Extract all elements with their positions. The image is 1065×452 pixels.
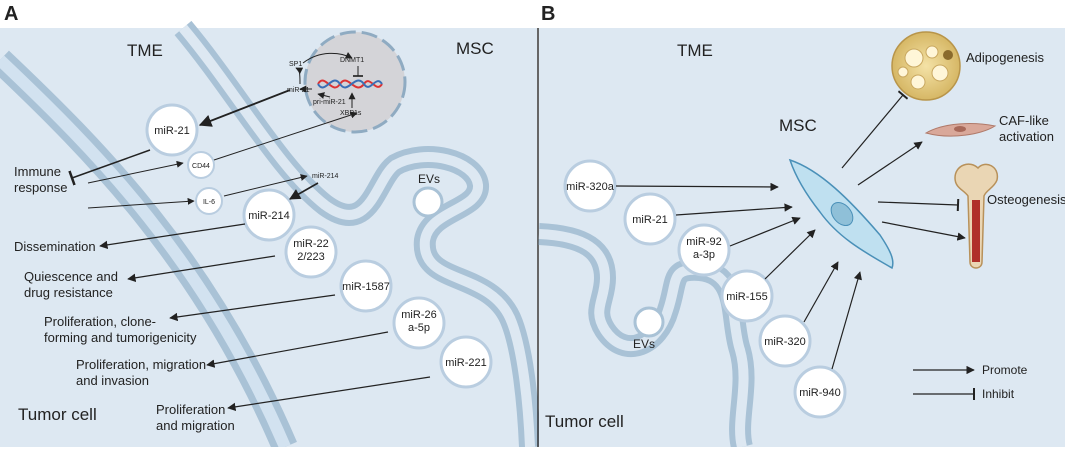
mir214-arrow-label: miR-214 [312,173,339,180]
arrow-dissemination [99,223,246,250]
vesicle-mir-21-b: miR-21 [623,192,677,246]
arrow-mir155-to-msc [764,229,816,280]
panel-b: B EVs TME MSC Tumor cell miR-320a miR-21… [538,3,1065,450]
evs-label-b: EVs [633,337,655,351]
evs-label-a: EVs [418,172,440,186]
arrow-osteogenesis [881,221,966,241]
svg-text:miR-21: miR-21 [632,214,667,226]
outcome-adipogenesis: Adipogenesis [966,50,1045,65]
msc-cell-icon [788,158,894,270]
inhibit-immune-arrow [68,149,151,186]
vesicle-mir-214-a: miR-214 [242,188,296,242]
legend-inhibit-label: Inhibit [982,387,1015,401]
arrow-mir940-to-msc [831,271,862,370]
effect-proliferation-clone: Proliferation, clone- forming and tumori… [44,314,197,345]
nucleus-pri-mir21: pri-miR-21 [313,99,346,106]
fibroblast-icon [924,123,997,137]
arrow-proliferation-invasion [206,331,389,368]
region-tme-a: TME [127,41,163,60]
vesicle-mir-222-223-a: miR-222/223 [284,225,338,279]
svg-text:miR-21: miR-21 [154,125,189,137]
inhibit-osteogenesis-arrow [877,198,960,212]
svg-text:miR-1587: miR-1587 [342,281,390,293]
effect-proliferation-invasion: Proliferation, migration and invasion [76,357,210,388]
legend: Promote Inhibit [913,363,1028,401]
ev-vesicle-b [633,306,665,338]
arrow-cd44-to-xbp1s [213,111,358,161]
cd44-circle [187,151,215,179]
arrow-proliferation-migration [227,376,431,412]
vesicle-mir-940-b: miR-940 [793,365,847,419]
nucleus-sp1: SP1 [289,61,302,68]
adipocyte-icon [891,31,961,101]
vesicle-mir-320-b: miR-320 [758,314,812,368]
nucleus-mir21: miR-21 [287,87,310,94]
svg-text:miR-214: miR-214 [248,210,290,222]
vesicle-mir-221-a: miR-221 [439,335,493,389]
arrow-quiescence [127,255,276,282]
outcome-osteogenesis: Osteogenesis [987,192,1065,207]
effect-immune-response: Immune response [14,164,67,195]
svg-text:miR-320a: miR-320a [566,181,615,193]
nucleus-xbp1s: XBP1s [340,110,362,117]
svg-text:miR-221: miR-221 [445,357,487,369]
inhibit-adipogenesis-arrow [841,90,909,169]
arrow-mir92a-to-msc [729,216,801,247]
arrow-mir21-to-msc [675,203,793,216]
region-msc-b: MSC [779,116,817,135]
region-tme-b: TME [677,41,713,60]
arrow-il6-to-mir214 [223,174,308,197]
svg-text:miR-320: miR-320 [764,336,806,348]
arrow-proliferation-clone [169,294,336,322]
svg-text:miR-940: miR-940 [799,387,841,399]
panel-a-letter: A [4,3,18,25]
effect-dissemination: Dissemination [14,239,96,254]
arrow-to-mir214-vesicle [289,182,319,200]
ev-vesicle-a [412,186,444,218]
vesicle-mir-1587-a: miR-1587 [339,259,393,313]
nucleus: SP1 DNMT1 miR-21 pri-miR-21 XBP1s [287,30,407,134]
arrow-to-cd44 [87,160,184,184]
vesicle-mir-26a-5p-a: miR-26a-5p [392,296,446,350]
il6-circle [195,187,223,215]
il6-label: IL-6 [203,199,215,206]
arrow-caf-activation [857,141,923,186]
region-msc-a: MSC [456,39,494,58]
effect-proliferation-migration: Proliferation and migration [156,402,235,433]
vesicle-mir-21-a: miR-21 [145,103,199,157]
cd44-label: CD44 [192,163,210,170]
vesicle-mir-92a-3p-b: miR-92a-3p [677,223,731,277]
effect-quiescence: Quiescence and drug resistance [24,269,122,300]
outcome-caf: CAF-like activation [999,113,1054,144]
arrow-mir320a-to-msc [615,182,779,192]
bone-icon [954,163,999,269]
legend-promote-label: Promote [982,363,1028,377]
vesicle-mir-320a-b: miR-320a [563,159,617,213]
arrow-to-il6 [87,197,195,209]
panel-a: A TME MSC Tumor cell EVs SP1 DNMT1 miR-2… [0,3,541,452]
nucleus-dnmt1: DNMT1 [340,57,364,64]
region-tumor-b: Tumor cell [545,412,624,431]
vesicle-mir-155-b: miR-155 [720,269,774,323]
svg-text:miR-155: miR-155 [726,291,768,303]
region-tumor-a: Tumor cell [18,405,97,424]
arrow-nucleus-to-mir21 [198,89,291,127]
panel-b-letter: B [541,3,555,25]
arrow-mir320-to-msc [803,261,839,323]
